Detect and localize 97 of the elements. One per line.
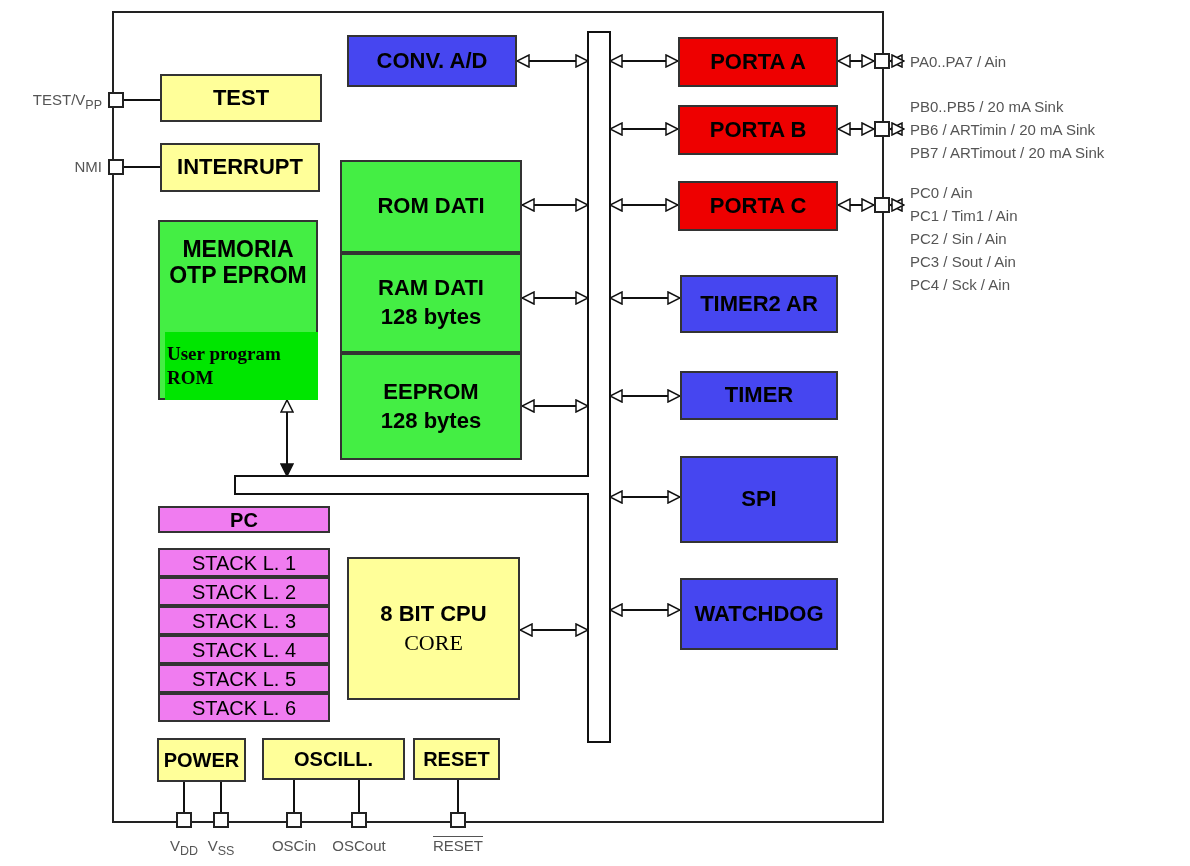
stack-level: [158, 606, 330, 635]
stack-level: [158, 664, 330, 693]
stack-level: [158, 548, 330, 577]
block-label: INTERRUPT: [177, 153, 303, 182]
block-label: MEMORIA OTP EPROM: [168, 236, 308, 289]
pin-label: PB0..PB5 / 20 mA Sink: [910, 96, 1064, 117]
bus-arrow: [609, 490, 681, 504]
connector-line: [457, 779, 459, 813]
power-block: [157, 738, 246, 782]
block-label: STACK L. 1: [191, 552, 297, 573]
pin-label: PC0 / Ain: [910, 183, 973, 203]
block-label: TEST: [212, 83, 270, 112]
block-label: STACK L. 5: [191, 668, 297, 689]
block-label: PORTA C: [709, 191, 807, 220]
block-label: OSCILL.: [294, 747, 373, 772]
block-label: POWER: [163, 748, 240, 773]
pin-label: PC2 / Sin / Ain: [910, 229, 1007, 249]
block-label: STACK L. 6: [191, 697, 297, 718]
bus-arrow: [609, 198, 679, 212]
block-label: 128 bytes: [380, 406, 482, 435]
memory-block: [340, 253, 522, 353]
port-block: [678, 105, 838, 155]
block-label: ROM DATI: [377, 192, 485, 221]
connector-line: [123, 99, 161, 101]
bus-arrow: [837, 122, 875, 136]
timer-block: [680, 371, 838, 420]
port-block: [678, 37, 838, 87]
bus-arrow: [889, 198, 905, 212]
block-label: 128 bytes: [380, 303, 482, 331]
bus-arrow: [889, 54, 905, 68]
block-label: PORTA A: [710, 47, 806, 76]
memory-block: [340, 160, 522, 253]
block-label: 8 BIT CPU: [380, 599, 487, 628]
bus-arrow: [609, 603, 681, 617]
connector-line: [220, 781, 222, 813]
converter-block: [347, 35, 517, 87]
block-label: RAM DATI: [378, 274, 484, 303]
bus-arrow: [521, 399, 589, 413]
connector-line: [293, 779, 295, 813]
connector-line: [358, 779, 360, 813]
block-label: TIMER2 AR: [700, 289, 818, 318]
block-label: RESET: [423, 747, 490, 772]
block-label: STACK L. 3: [191, 610, 297, 631]
pin-label: PC3 / Sout / Ain: [910, 252, 1016, 272]
block-label: EEPROM: [383, 377, 479, 406]
pin-label: PA0..PA7 / Ain: [910, 51, 1007, 72]
pin-label: PC1 / Tim1 / Ain: [910, 206, 1018, 226]
interrupt-block: [160, 143, 320, 192]
block-label: STACK L. 2: [191, 581, 297, 602]
reset-block: [413, 738, 500, 780]
bus-arrow: [516, 54, 589, 68]
pin-label: OSCin: [271, 836, 317, 856]
block-label: CONV. A/D: [376, 46, 488, 75]
block-label: STACK L. 4: [191, 639, 297, 660]
memory-section: [165, 332, 318, 400]
pin-label: OSCout: [332, 836, 386, 856]
pin-label: NMI: [74, 157, 102, 177]
bus-arrow: [837, 198, 875, 212]
watchdog-block: [680, 578, 838, 650]
bus-arrow: [609, 389, 681, 403]
pin-label: PB6 / ARTimin / 20 mA Sink: [910, 119, 1096, 140]
pin-label: TEST/V$_{PP}$: [32, 90, 102, 114]
block-label: PORTA B: [709, 115, 807, 144]
block-label: CORE: [404, 628, 463, 657]
bus-arrow: [280, 399, 294, 477]
connector-line: [123, 166, 161, 168]
pin-label: PC4 / Sck / Ain: [910, 275, 1011, 295]
stack-level: [158, 635, 330, 664]
pin-label: RESET: [433, 836, 483, 856]
memory-block: [340, 353, 522, 460]
bus-arrow: [609, 291, 681, 305]
stack-level: [158, 693, 330, 722]
bus-arrow: [521, 291, 589, 305]
block-label: User program ROM: [167, 342, 282, 390]
stack-level: [158, 577, 330, 606]
block-label: WATCHDOG: [694, 599, 824, 628]
register-block: [158, 506, 330, 533]
block-label: SPI: [741, 485, 777, 514]
bus-arrow: [521, 198, 589, 212]
connector-line: [183, 781, 185, 813]
block-label: PC: [230, 507, 258, 533]
cpu-block: [347, 557, 520, 700]
pin-label: V$_{SS}$: [207, 836, 235, 860]
oscillator-block: [262, 738, 405, 780]
bus-arrow: [609, 54, 679, 68]
bus-arrow: [889, 122, 905, 136]
pin-label: V$_{DD}$: [169, 836, 199, 860]
test-block: [160, 74, 322, 122]
bus-arrow: [837, 54, 875, 68]
timer-block: [680, 275, 838, 333]
interface-block: [680, 456, 838, 543]
bus-arrow: [519, 623, 589, 637]
block-label: TIMER: [724, 381, 794, 410]
pin-label: PB7 / ARTimout / 20 mA Sink: [910, 142, 1105, 163]
memory-block: [158, 220, 318, 400]
port-block: [678, 181, 838, 231]
bus-arrow: [609, 122, 679, 136]
